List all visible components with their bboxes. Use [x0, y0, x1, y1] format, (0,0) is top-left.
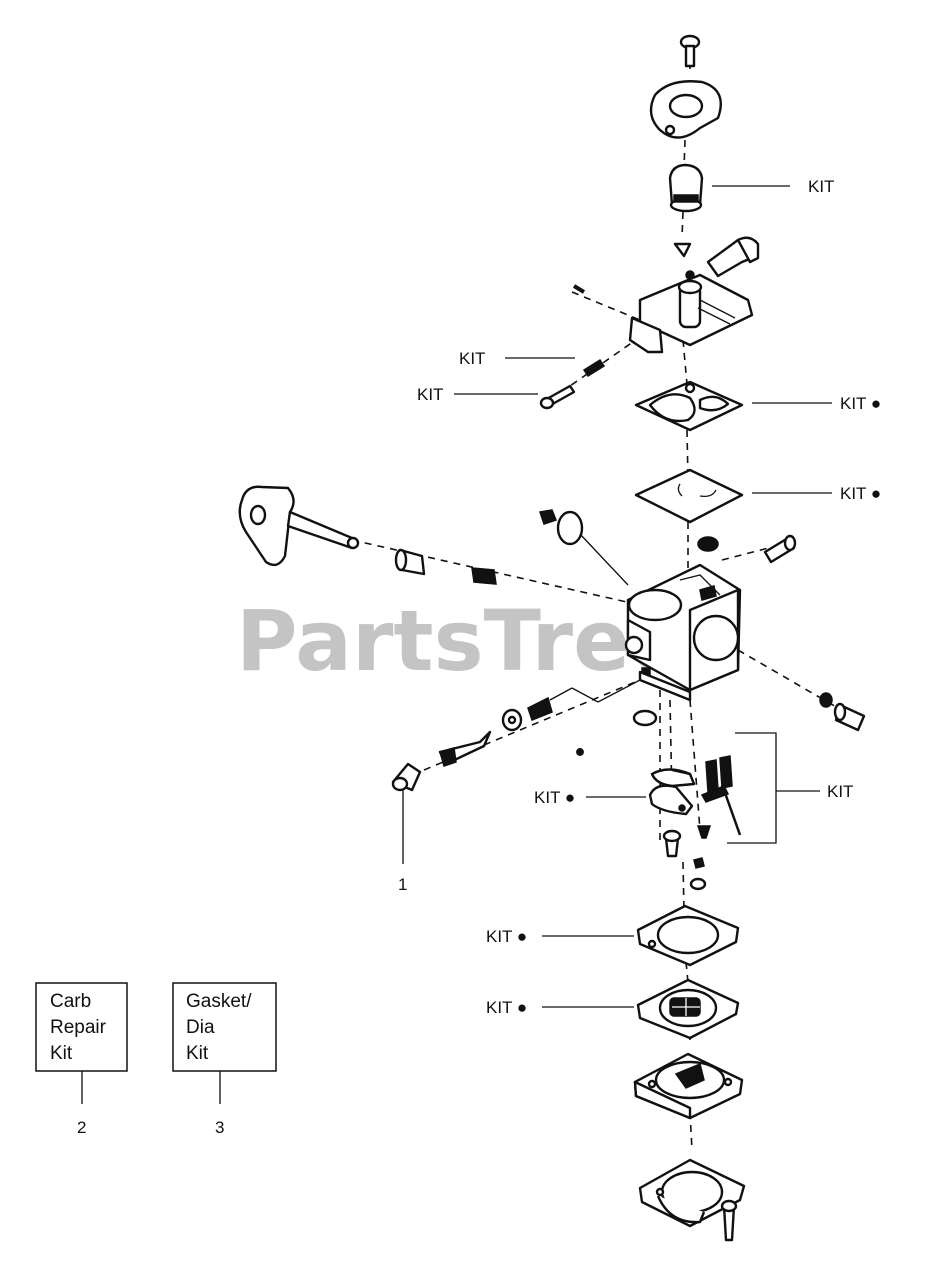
- washer-disc: [556, 510, 584, 546]
- gasket-lower: [636, 904, 740, 967]
- bottom-screw: [720, 1199, 738, 1242]
- metering-cover: [633, 1052, 744, 1120]
- filter-cap: [668, 163, 704, 213]
- carb-repair-kit-box: Carb Repair Kit 2: [35, 982, 128, 1137]
- kit-label-gasket-upper: KIT ●: [840, 394, 881, 413]
- kit-label-needle-springs: KIT: [827, 782, 853, 801]
- bushing: [394, 548, 426, 576]
- adjust-screw: [539, 384, 576, 410]
- kit-label-diaphragm-lower: KIT ●: [486, 998, 527, 1017]
- kit-label-metering-lever: KIT ●: [534, 788, 575, 807]
- right-screw: [819, 692, 866, 732]
- plug-disc: [632, 709, 658, 727]
- gasket-box-line2: Dia: [186, 1017, 215, 1038]
- limiter-cap: [391, 762, 422, 792]
- needle-springs: [705, 755, 733, 793]
- callout-2: 2: [77, 1118, 86, 1137]
- kit-label-gasket-lower: KIT ●: [486, 927, 527, 946]
- metering-lever: [648, 784, 694, 816]
- lever-spring-disc: [650, 768, 696, 788]
- gasket-upper: [634, 380, 744, 432]
- gasket-dia-kit-box: Gasket/ Dia Kit 3: [172, 982, 277, 1137]
- inlet-needle: [696, 825, 712, 839]
- callout-3: 3: [215, 1118, 224, 1137]
- lever-screw: [662, 829, 682, 858]
- kit-label-screw: KIT: [417, 385, 443, 404]
- carb-box-line2: Repair: [50, 1017, 107, 1038]
- bottom-cover: [638, 1158, 746, 1228]
- adjust-spring: [582, 358, 606, 378]
- callout-1: 1: [398, 875, 407, 894]
- needle: [438, 730, 492, 767]
- kit-label-diaphragm-upper: KIT ●: [840, 484, 881, 503]
- gasket-box-line1: Gasket/: [186, 991, 252, 1012]
- gasket-box-line3: Kit: [186, 1043, 209, 1064]
- top-screw: [679, 34, 701, 68]
- diaphragm-upper: [634, 468, 744, 524]
- diaphragm-lower: [636, 978, 740, 1040]
- throttle-spring: [471, 567, 497, 585]
- needle-spring: [527, 696, 553, 721]
- kit-label-spring: KIT: [459, 349, 485, 368]
- carburetor-body: [624, 563, 742, 702]
- small-pin: [572, 284, 586, 294]
- watermark: PartsTree: [236, 592, 687, 690]
- pump-cover: [628, 236, 760, 354]
- carb-box-line1: Carb: [50, 991, 91, 1012]
- plug-top: [697, 536, 719, 552]
- washer: [501, 708, 523, 732]
- carb-box-line3: Kit: [50, 1043, 73, 1064]
- valve-small: [673, 242, 692, 258]
- plug-right: [763, 534, 797, 564]
- kit-label-filter: KIT: [808, 177, 834, 196]
- throttle-lever: [238, 485, 360, 567]
- check-valve: [689, 857, 707, 891]
- cover-plate: [649, 80, 722, 139]
- body-screw: [539, 509, 557, 525]
- lever-pin: [700, 785, 742, 836]
